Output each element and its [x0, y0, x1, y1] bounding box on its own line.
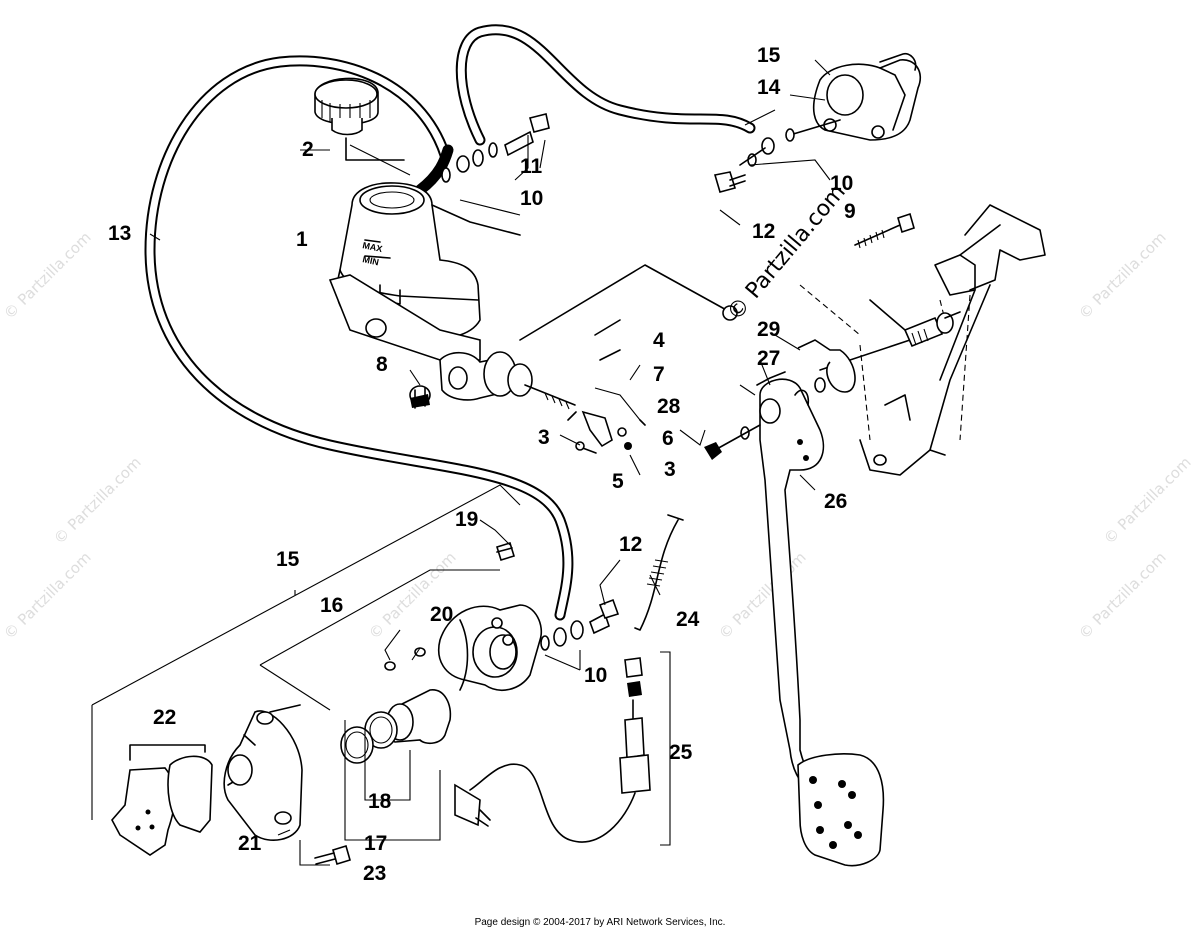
svg-text:MIN: MIN	[362, 254, 380, 267]
callout-4: 4	[653, 329, 665, 352]
watermark-faint-4: © Partzilla.com	[1075, 548, 1170, 643]
watermark-main: © Partzilla.com	[722, 180, 850, 326]
callout-10c: 10	[584, 664, 607, 687]
callout-16: 16	[320, 594, 343, 617]
reservoir-cap	[314, 77, 405, 161]
callout-10b: 10	[830, 172, 853, 195]
callout-12b: 12	[619, 533, 642, 556]
callout-numbers: 1 2 3 3 4 5 6 7 8 9 10 10 10 11 12 12 13…	[108, 44, 856, 885]
reservoir-hose	[414, 144, 454, 196]
push-rod-assembly	[409, 351, 576, 410]
watermark-faint-1: © Partzilla.com	[0, 228, 95, 323]
callout-14: 14	[757, 76, 781, 99]
bolt-12-upper	[713, 147, 766, 193]
watermark-faint-3: © Partzilla.com	[1075, 228, 1170, 323]
piston-and-seals	[340, 689, 452, 764]
callout-15a: 15	[757, 44, 781, 67]
brake-light-switch	[454, 651, 671, 846]
bolt-9	[854, 212, 915, 249]
callout-15b: 15	[276, 548, 300, 571]
caliper-upper	[761, 52, 922, 155]
banjo-fitting-upper	[441, 113, 550, 183]
group-brackets	[91, 59, 831, 866]
caliper-lower	[438, 604, 542, 691]
callout-9: 9	[844, 200, 856, 223]
callout-13: 13	[108, 222, 131, 245]
leader-line-1	[519, 264, 731, 341]
callout-6: 6	[662, 427, 674, 450]
callout-29: 29	[757, 318, 780, 341]
callout-23: 23	[363, 862, 386, 885]
o-rings-20	[384, 647, 426, 671]
watermark-faint-2: © Partzilla.com	[0, 548, 95, 643]
callout-5: 5	[612, 470, 624, 493]
callout-22: 22	[153, 706, 176, 729]
footer-copyright: Page design © 2004-2017 by ARI Network S…	[475, 917, 726, 928]
watermark-faint-8: © Partzilla.com	[1100, 453, 1195, 548]
callout-11: 11	[520, 155, 543, 178]
caliper-bracket	[223, 704, 303, 841]
callout-21: 21	[238, 832, 262, 855]
clevis	[567, 410, 646, 454]
leader-dot	[722, 305, 738, 321]
hose-14	[455, 24, 756, 146]
callout-1: 1	[296, 228, 308, 251]
callout-2: 2	[302, 138, 314, 161]
master-cylinder: MAX MIN	[328, 182, 521, 361]
callout-18: 18	[368, 790, 392, 813]
brake-pedal	[756, 371, 885, 867]
callout-17: 17	[364, 832, 387, 855]
svg-text:MAX: MAX	[362, 240, 384, 254]
watermark-faint-5: © Partzilla.com	[50, 453, 145, 548]
callout-26: 26	[824, 490, 847, 513]
callout-27: 27	[757, 347, 780, 370]
brake-pads	[111, 744, 213, 856]
callout-19: 19	[455, 508, 478, 531]
callout-10a: 10	[520, 187, 543, 210]
callout-12a: 12	[752, 220, 775, 243]
callout-24: 24	[676, 608, 700, 631]
pivot-bolt	[797, 311, 961, 393]
bolt-23	[314, 844, 351, 866]
callout-28: 28	[657, 395, 681, 418]
callout-25: 25	[669, 741, 693, 764]
leader-line-4	[594, 319, 621, 361]
callout-20: 20	[430, 603, 453, 626]
callout-3b: 3	[664, 458, 676, 481]
washer-nut-pedal	[704, 377, 826, 460]
bleeder-screw	[496, 542, 515, 561]
banjo-fitting-lower	[540, 598, 620, 651]
callout-8: 8	[376, 353, 388, 376]
callout-3a: 3	[538, 426, 550, 449]
callout-7: 7	[653, 363, 665, 386]
hose-13	[144, 55, 574, 621]
return-spring	[634, 514, 684, 631]
